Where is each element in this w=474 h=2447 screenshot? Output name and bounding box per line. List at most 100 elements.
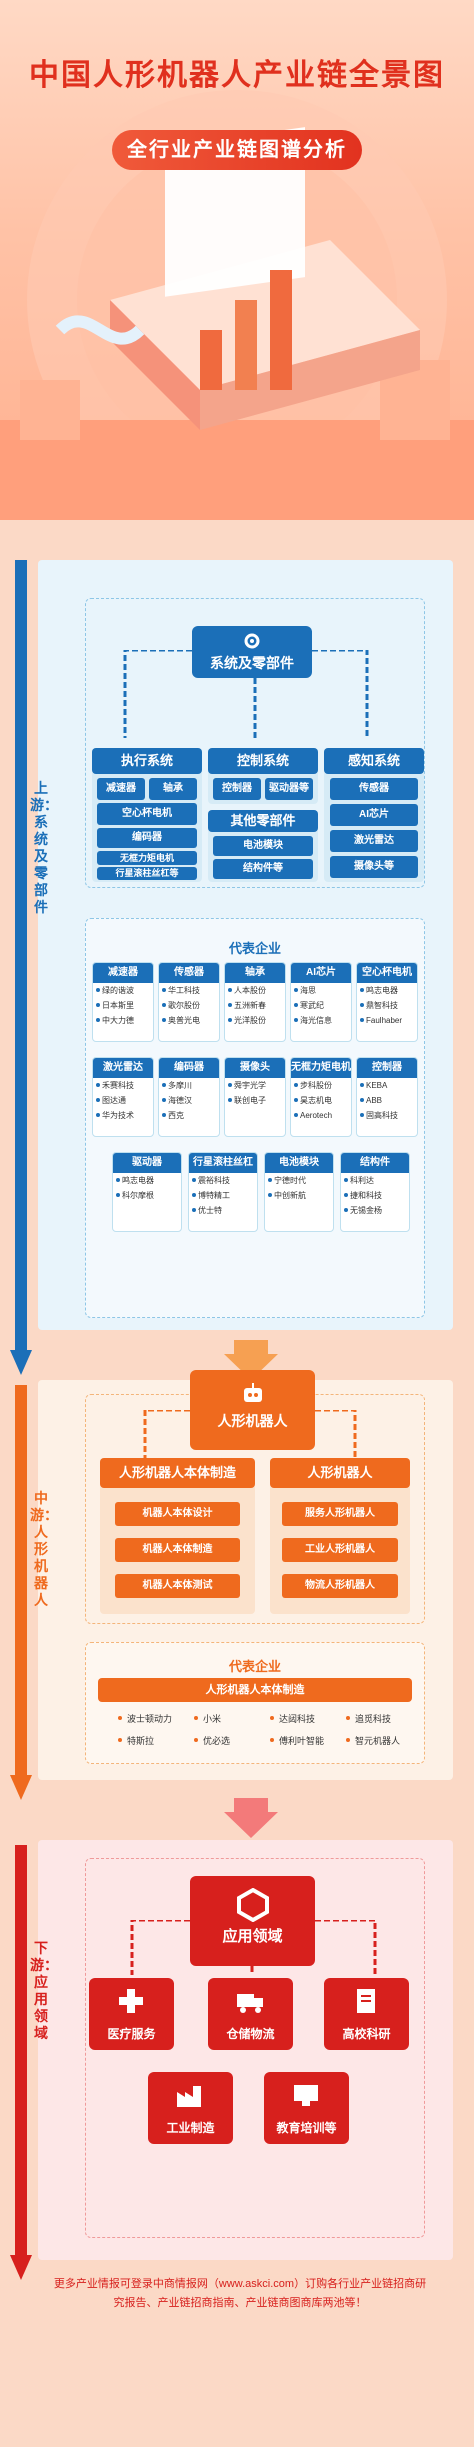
midstream-stage-label: 中游：人形机器人 xyxy=(30,1490,58,1608)
company-name: 五洲新春 xyxy=(225,998,285,1013)
exec-item: 减速器 xyxy=(97,778,145,800)
upstream-connectors xyxy=(123,650,369,738)
company-card-header: 减速器 xyxy=(93,963,153,983)
field-label: 医疗服务 xyxy=(107,2027,156,2041)
perception-system-header: 感知系统 xyxy=(324,748,424,774)
company-name: 绿的谐波 xyxy=(93,983,153,998)
exec-item: 空心杯电机 xyxy=(97,803,197,825)
robots-item: 工业人形机器人 xyxy=(282,1538,398,1562)
company-card-header: 驱动器 xyxy=(113,1153,181,1173)
page-title: 中国人形机器人产业链全景图 xyxy=(29,59,445,92)
company-name: 鸣志电器 xyxy=(357,983,417,998)
company-card: AI芯片海思寒武纪海光信息 xyxy=(290,962,352,1042)
midstream-main-node: 人形机器人 xyxy=(190,1370,315,1450)
company-name: Aerotech xyxy=(291,1108,351,1123)
other-parts-header: 其他零部件 xyxy=(208,810,318,832)
company-name: 宁德时代 xyxy=(265,1173,333,1188)
company-card-header: 控制器 xyxy=(357,1058,417,1078)
perception-item: AI芯片 xyxy=(330,804,418,826)
company-name: 鼎智科技 xyxy=(357,998,417,1013)
field-label: 工业制造 xyxy=(166,2121,215,2135)
exec-system-group: 执行系统 减速器 轴承 空心杯电机 编码器 无框力矩电机 行星滚柱丝杠等 xyxy=(92,748,202,882)
bullet-dot xyxy=(118,1738,122,1742)
company-card-header: 激光雷达 xyxy=(93,1058,153,1078)
control-item: 驱动器等 xyxy=(265,778,313,800)
upstream-main-node-label: 系统及零部件 xyxy=(210,655,294,671)
company-card-header: 无框力矩电机 xyxy=(291,1058,351,1078)
exec-item: 行星滚柱丝杠等 xyxy=(97,867,197,880)
company-name: 图达通 xyxy=(93,1093,153,1108)
company-name: ABB xyxy=(357,1093,417,1108)
company-card-header: 结构件 xyxy=(341,1153,409,1173)
company-name: 科利达 xyxy=(341,1173,409,1188)
company-name: 鸣志电器 xyxy=(113,1173,181,1188)
company-card: 电池模块宁德时代中创新航 xyxy=(264,1152,334,1232)
company-card-header: 轴承 xyxy=(225,963,285,983)
company-card-header: 摄像头 xyxy=(225,1058,285,1078)
company-name: 海德汉 xyxy=(159,1093,219,1108)
bullet-dot xyxy=(194,1738,198,1742)
midstream-connectors xyxy=(143,1410,357,1458)
education-icon xyxy=(294,2085,318,2106)
perception-item: 摄像头等 xyxy=(330,856,418,878)
company-name: 华工科技 xyxy=(159,983,219,998)
hero-illustration xyxy=(0,90,474,520)
midstream-companies-title: 代表企业 xyxy=(228,1659,281,1674)
field-manufacturing-card: 工业制造 xyxy=(148,2072,233,2144)
company-name: 傅利叶智能 xyxy=(270,1734,324,1747)
control-system-header: 控制系统 xyxy=(208,748,318,774)
bullet-dot xyxy=(270,1738,274,1742)
company-name: 西克 xyxy=(159,1108,219,1123)
company-name: 海光信息 xyxy=(291,1013,351,1028)
company-card: 传感器华工科技歌尔股份奥普光电 xyxy=(158,962,220,1042)
company-card-header: AI芯片 xyxy=(291,963,351,983)
company-card-header: 空心杯电机 xyxy=(357,963,417,983)
factory-icon xyxy=(177,2086,201,2107)
bullet-dot xyxy=(270,1716,274,1720)
field-label: 仓储物流 xyxy=(226,2027,275,2041)
company-name: 科尔摩根 xyxy=(113,1188,181,1203)
robots-item: 服务人形机器人 xyxy=(282,1502,398,1526)
manufacturing-item: 机器人本体测试 xyxy=(115,1574,240,1598)
company-card-header: 行星滚柱丝杠 xyxy=(189,1153,257,1173)
company-card: 轴承人本股份五洲新春光洋股份 xyxy=(224,962,286,1042)
company-name: 光洋股份 xyxy=(225,1013,285,1028)
perception-item: 传感器 xyxy=(330,778,418,800)
company-name: 中大力德 xyxy=(93,1013,153,1028)
company-name: 博特精工 xyxy=(189,1188,257,1203)
exec-item: 无框力矩电机 xyxy=(97,851,197,865)
company-name: 寒武纪 xyxy=(291,998,351,1013)
exec-system-header: 执行系统 xyxy=(92,748,202,774)
midstream-side-arrow xyxy=(10,1385,32,1800)
upstream-stage-label: 上游：系统及零部件 xyxy=(30,780,58,915)
company-name: 震裕科技 xyxy=(189,1173,257,1188)
company-name: 智元机器人 xyxy=(346,1734,400,1747)
perception-system-group: 感知系统 传感器 AI芯片 激光雷达 摄像头等 xyxy=(324,748,424,882)
control-system-group: 控制系统 控制器 驱动器等 xyxy=(208,748,318,804)
company-name: 海思 xyxy=(291,983,351,998)
upstream-main-node: 系统及零部件 xyxy=(192,626,312,678)
downstream-stage-label: 下游：应用领域 xyxy=(30,1940,58,2041)
hexagon-logo-icon xyxy=(236,1887,269,1923)
downstream-frame xyxy=(85,1858,425,2238)
field-medical-card: 医疗服务 xyxy=(89,1978,174,2050)
company-card: 驱动器鸣志电器科尔摩根 xyxy=(112,1152,182,1232)
midstream-main-node-label: 人形机器人 xyxy=(217,1413,288,1429)
company-card: 编码器多摩川海德汉西克 xyxy=(158,1057,220,1137)
company-name: 步科股份 xyxy=(291,1078,351,1093)
company-name: 固高科技 xyxy=(357,1108,417,1123)
document-icon xyxy=(357,1989,375,2013)
control-item: 控制器 xyxy=(213,778,261,800)
midstream-companies-frame xyxy=(85,1642,425,1764)
page-subtitle: 全行业产业链图谱分析 xyxy=(112,130,362,170)
other-parts-group: 其他零部件 电池模块 结构件等 xyxy=(208,810,318,882)
exec-item: 轴承 xyxy=(149,778,197,800)
company-name: 舜宇光学 xyxy=(225,1078,285,1093)
company-name: 优必选 xyxy=(194,1734,230,1747)
company-name: 歌尔股份 xyxy=(159,998,219,1013)
company-name: 昊志机电 xyxy=(291,1093,351,1108)
bullet-dot xyxy=(194,1716,198,1720)
company-name: 中创新航 xyxy=(265,1188,333,1203)
